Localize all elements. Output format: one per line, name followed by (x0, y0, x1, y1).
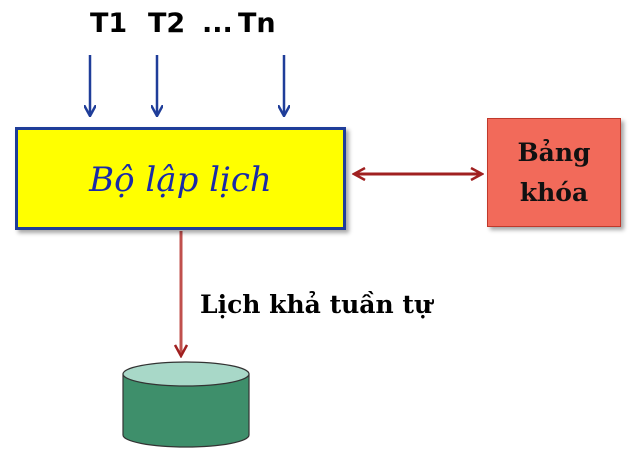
database-cylinder-icon (122, 361, 250, 448)
lock-table-box: Bảng khóa (487, 118, 621, 227)
transaction-t1-label: T1 (90, 8, 128, 39)
transaction-dots-label: ... (202, 8, 233, 39)
serializable-schedule-label: Lịch khả tuần tự (200, 290, 433, 319)
lock-table-label-line1: Bảng (517, 137, 591, 167)
transaction-labels: T1 T2 ... Tn (90, 8, 290, 48)
transaction-tn-label: Tn (238, 8, 276, 39)
transaction-t2-label: T2 (148, 8, 186, 39)
lock-table-label-line2: khóa (519, 177, 589, 207)
scheduler-box: Bộ lập lịch (15, 127, 346, 230)
scheduler-label: Bộ lập lịch (89, 160, 272, 200)
